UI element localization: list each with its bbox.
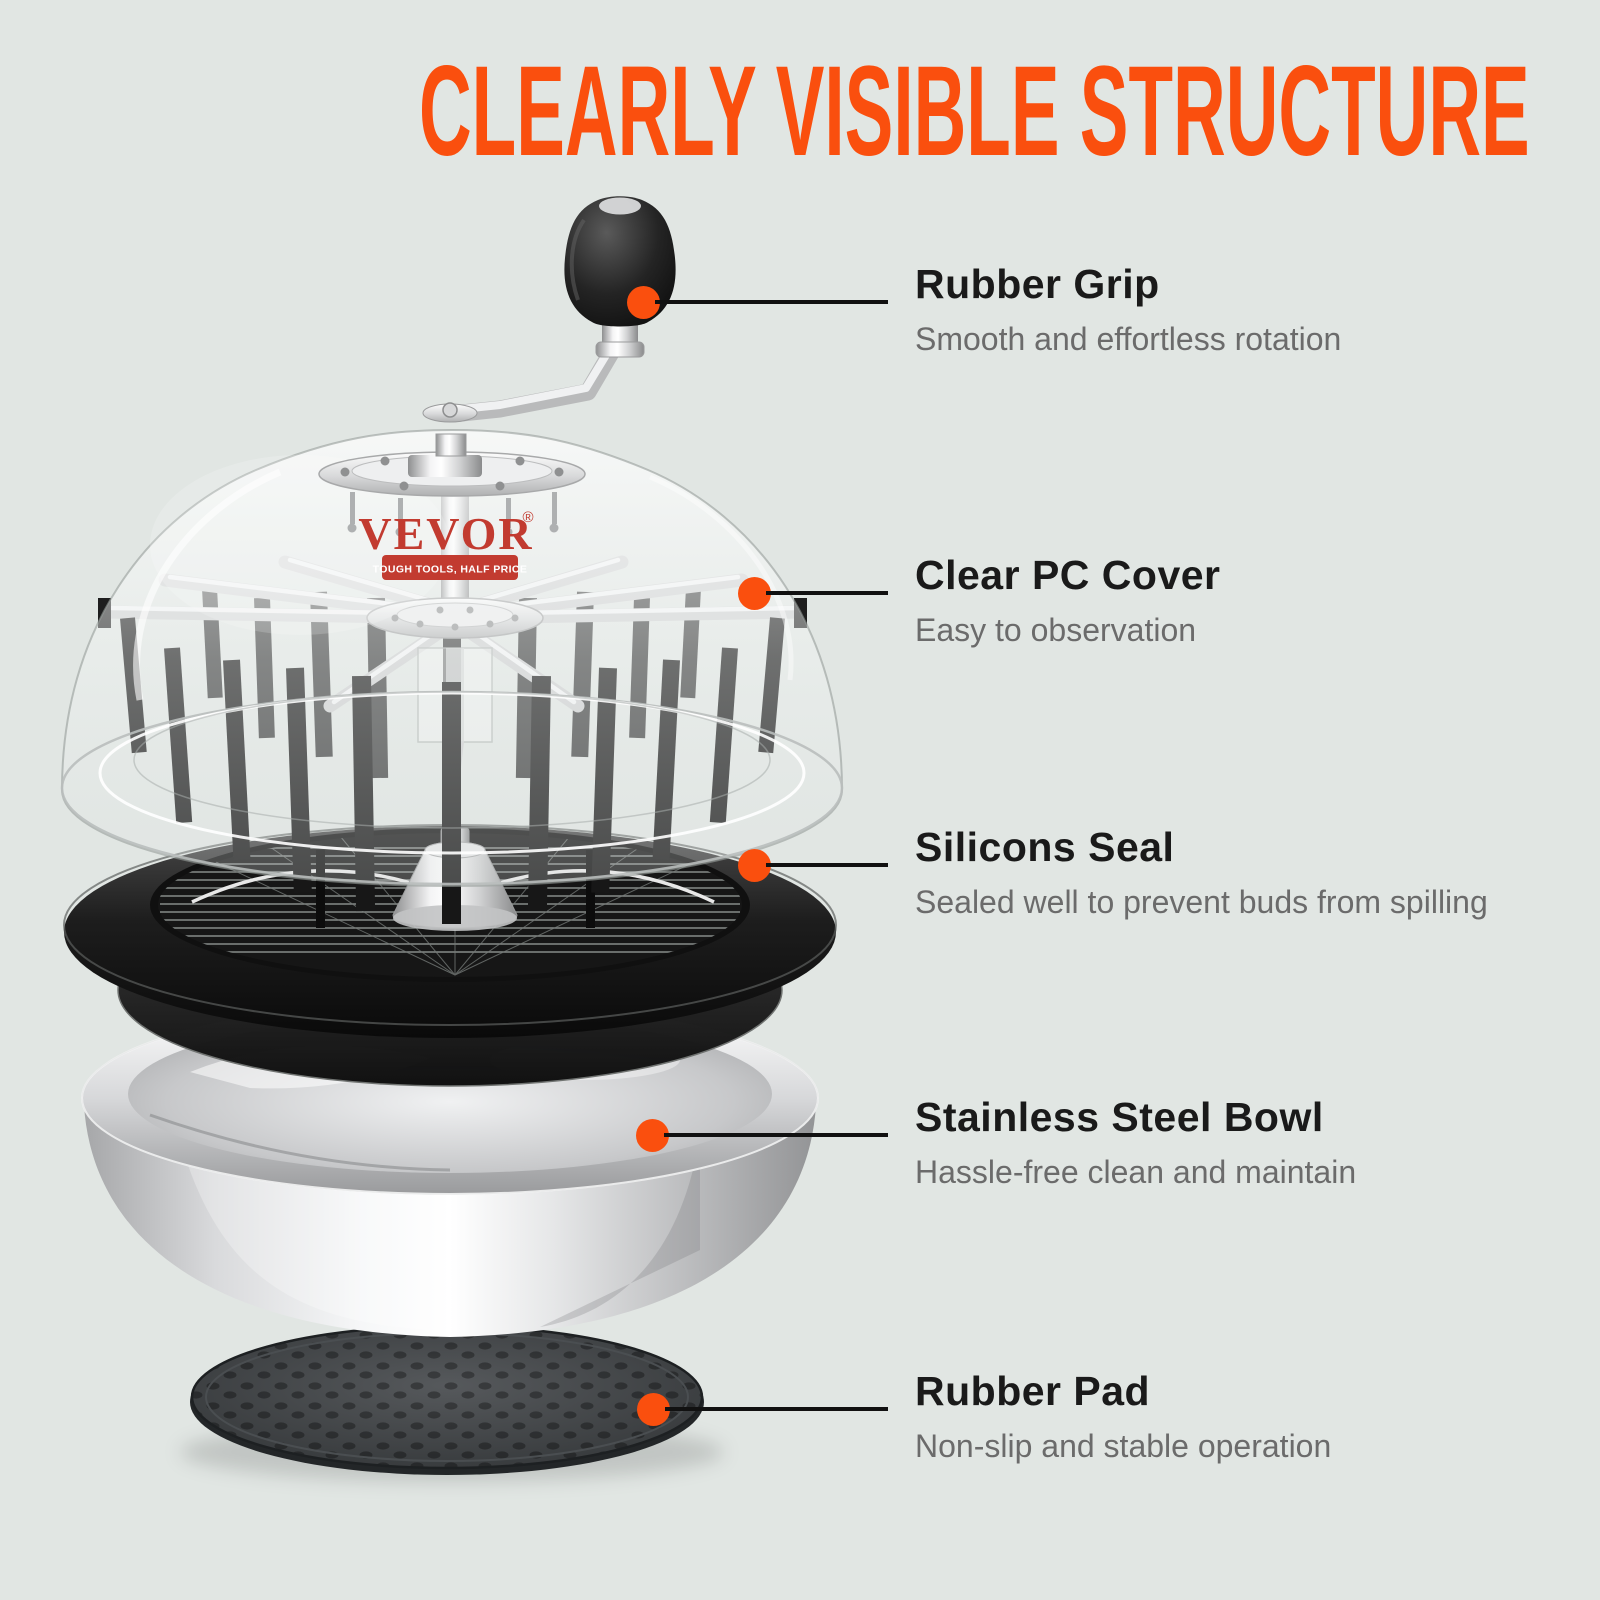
title-bar: CLEARLY VISIBLE STRUCTURE (0, 48, 1600, 176)
crank-handle (318, 196, 676, 497)
callout-description: Easy to observation (915, 612, 1197, 649)
callout-description: Hassle-free clean and maintain (915, 1154, 1357, 1191)
callout-title: Stainless Steel Bowl (915, 1094, 1324, 1140)
callout-description: Sealed well to prevent buds from spillin… (915, 884, 1488, 921)
callout-dot (637, 1393, 670, 1426)
callout-description: Smooth and effortless rotation (915, 321, 1342, 358)
brand-logo: VEVOR ® TOUGH TOOLS, HALF PRICE (358, 508, 534, 580)
clear-pc-cover (60, 428, 844, 887)
cover-screws (347, 492, 559, 537)
callout-line (766, 591, 888, 595)
callout-title: Silicons Seal (915, 824, 1175, 870)
callout-line (766, 863, 888, 867)
registered-mark: ® (522, 509, 533, 526)
callout-dot (627, 286, 660, 319)
callout-title: Rubber Grip (915, 261, 1160, 307)
callout-description: Non-slip and stable operation (915, 1428, 1332, 1465)
callout-title: Clear PC Cover (915, 552, 1221, 598)
callout-dot (738, 577, 771, 610)
callout-title: Rubber Pad (915, 1368, 1151, 1414)
callout-line (664, 1133, 888, 1137)
brand-logo-text: VEVOR (358, 508, 533, 559)
brand-tagline: TOUGH TOOLS, HALF PRICE (373, 564, 528, 576)
callout-line (655, 300, 888, 304)
callout-dot (738, 849, 771, 882)
page-title: CLEARLY VISIBLE STRUCTURE (418, 40, 1530, 183)
rubber-pad (190, 1324, 704, 1475)
callout-dot (636, 1119, 669, 1152)
callout-line (665, 1407, 888, 1411)
